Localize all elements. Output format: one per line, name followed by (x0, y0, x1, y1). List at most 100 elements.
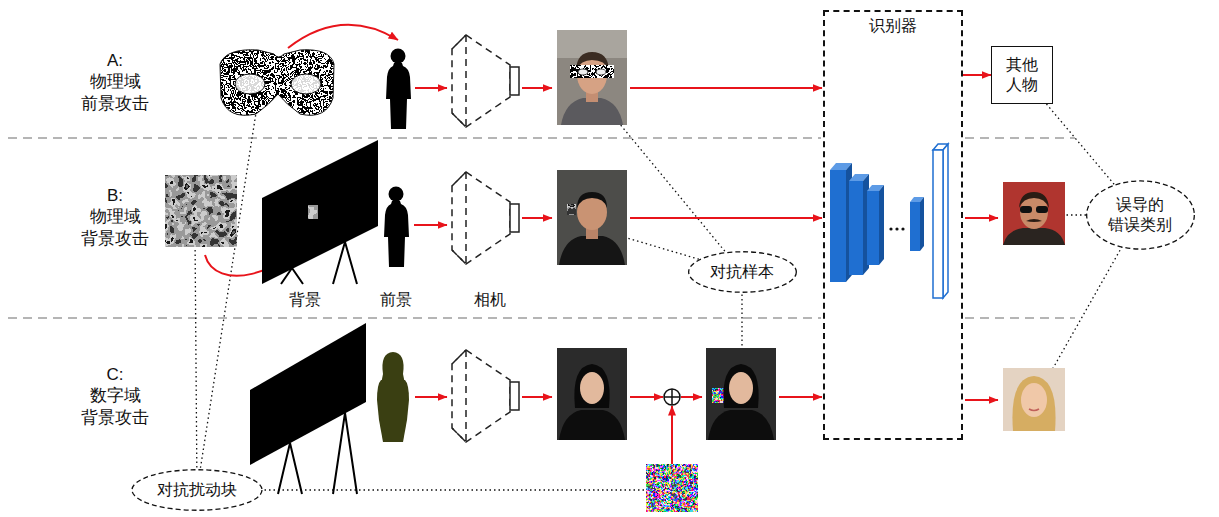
row-label: A: 物理域 前景攻击 (81, 50, 149, 114)
label-text: C: 数字域 背景攻击 (81, 364, 149, 428)
flow-arrow (415, 396, 447, 398)
face-result-woman (1003, 368, 1065, 431)
photo-face (580, 372, 604, 404)
part-label: 背景 (289, 290, 321, 310)
board-legs (278, 413, 357, 494)
person-silhouette (377, 352, 409, 442)
node-text: 识别器 (869, 16, 917, 36)
photo-hair (574, 364, 609, 408)
add-circle (664, 389, 680, 405)
output-layer (933, 150, 943, 298)
label-text: 背景 (289, 290, 321, 310)
neural-network (830, 144, 948, 298)
photo-bg (557, 348, 627, 440)
flow-arrow (681, 396, 702, 398)
photo-top (708, 410, 774, 440)
ellipse-shape (132, 470, 262, 510)
face-result-man (1003, 182, 1065, 245)
leader-line (195, 235, 197, 490)
flow-arrow (522, 87, 552, 89)
flow-arrow (965, 217, 998, 219)
photo-suit (1003, 228, 1065, 245)
node-text: 对抗样本 (710, 262, 774, 282)
layer-front (867, 191, 879, 265)
flow-arrow (288, 25, 398, 48)
photo-shirt (559, 236, 625, 265)
glasses-outline (220, 50, 334, 116)
small-patch (308, 205, 318, 219)
label-text: B: 物理域 背景攻击 (81, 185, 149, 249)
photo-bg (557, 30, 627, 125)
background-board (262, 140, 378, 284)
photo-lens (578, 69, 588, 75)
label-text: 前景 (380, 290, 412, 310)
person-silhouette (384, 187, 409, 268)
photo-lips (1029, 409, 1039, 411)
callout-ellipse: 误导的 错误类别 (1085, 178, 1196, 252)
photo-face (1021, 383, 1047, 417)
flow-arrow (630, 217, 822, 219)
photo-lens (596, 69, 606, 75)
board-legs (281, 242, 357, 284)
adversarial-patch (165, 175, 237, 247)
photo-woman-patched (706, 348, 776, 440)
background-board (250, 323, 366, 494)
glasses-lens (291, 74, 321, 94)
photo-hair (1019, 192, 1049, 208)
ellipse-shape (688, 252, 796, 292)
callout-ellipse: 对抗扰动块 (130, 468, 264, 512)
photo-bg (557, 170, 627, 265)
part-label: 前景 (380, 290, 412, 310)
layer-front (830, 170, 846, 282)
part-label: 相机 (474, 290, 506, 310)
glasses-pattern (218, 44, 336, 122)
flow-arrow (414, 224, 447, 226)
leader-lines (195, 100, 1140, 490)
recognizer-box: 识别器 (823, 10, 963, 440)
photo-bg (1003, 182, 1065, 245)
flow-arrow (630, 87, 822, 89)
ellipse-outline (1085, 178, 1196, 252)
glasses-lens (235, 74, 265, 94)
leader-line (197, 489, 670, 490)
photo-woman (557, 348, 627, 440)
flow-arrow (630, 396, 663, 398)
ellipsis-dot (901, 227, 904, 230)
photo-bg (706, 348, 776, 440)
camera-icon (452, 172, 519, 264)
photo-glasses-man (557, 30, 627, 125)
photo-patch (567, 204, 576, 215)
board-panel (262, 140, 378, 284)
photo-hair (1012, 376, 1055, 431)
ellipse-shape (1086, 181, 1194, 249)
adversarial-patch (646, 464, 698, 512)
label-text: A: 物理域 前景攻击 (81, 50, 149, 114)
flow-arrow (671, 406, 673, 464)
layer-front (910, 202, 920, 251)
node-text: 对抗扰动块 (157, 480, 237, 500)
flow-arrow (965, 399, 998, 401)
row-label: B: 物理域 背景攻击 (81, 185, 149, 249)
ellipsis-dot (895, 227, 898, 230)
flow-arrow (779, 396, 822, 398)
flow-arrow (522, 217, 552, 219)
layer-side (879, 185, 884, 265)
flow-arrow (415, 87, 447, 89)
photo-glasses (570, 65, 614, 78)
photo-shirt (561, 98, 623, 125)
layer-front (849, 181, 863, 275)
callout-ellipse: 对抗样本 (687, 250, 798, 294)
connector (963, 74, 991, 76)
label-text: 相机 (474, 290, 506, 310)
photo-hair (577, 192, 607, 208)
ellipsis-dot (889, 227, 892, 230)
adversarial-glasses (218, 44, 336, 122)
add-operator (664, 389, 680, 405)
result-box: 其他 人物 (991, 46, 1053, 104)
row-label: C: 数字域 背景攻击 (81, 364, 149, 428)
photo-sunglasses (1036, 206, 1048, 213)
camera-icon (452, 35, 519, 127)
leader-line (197, 100, 258, 490)
